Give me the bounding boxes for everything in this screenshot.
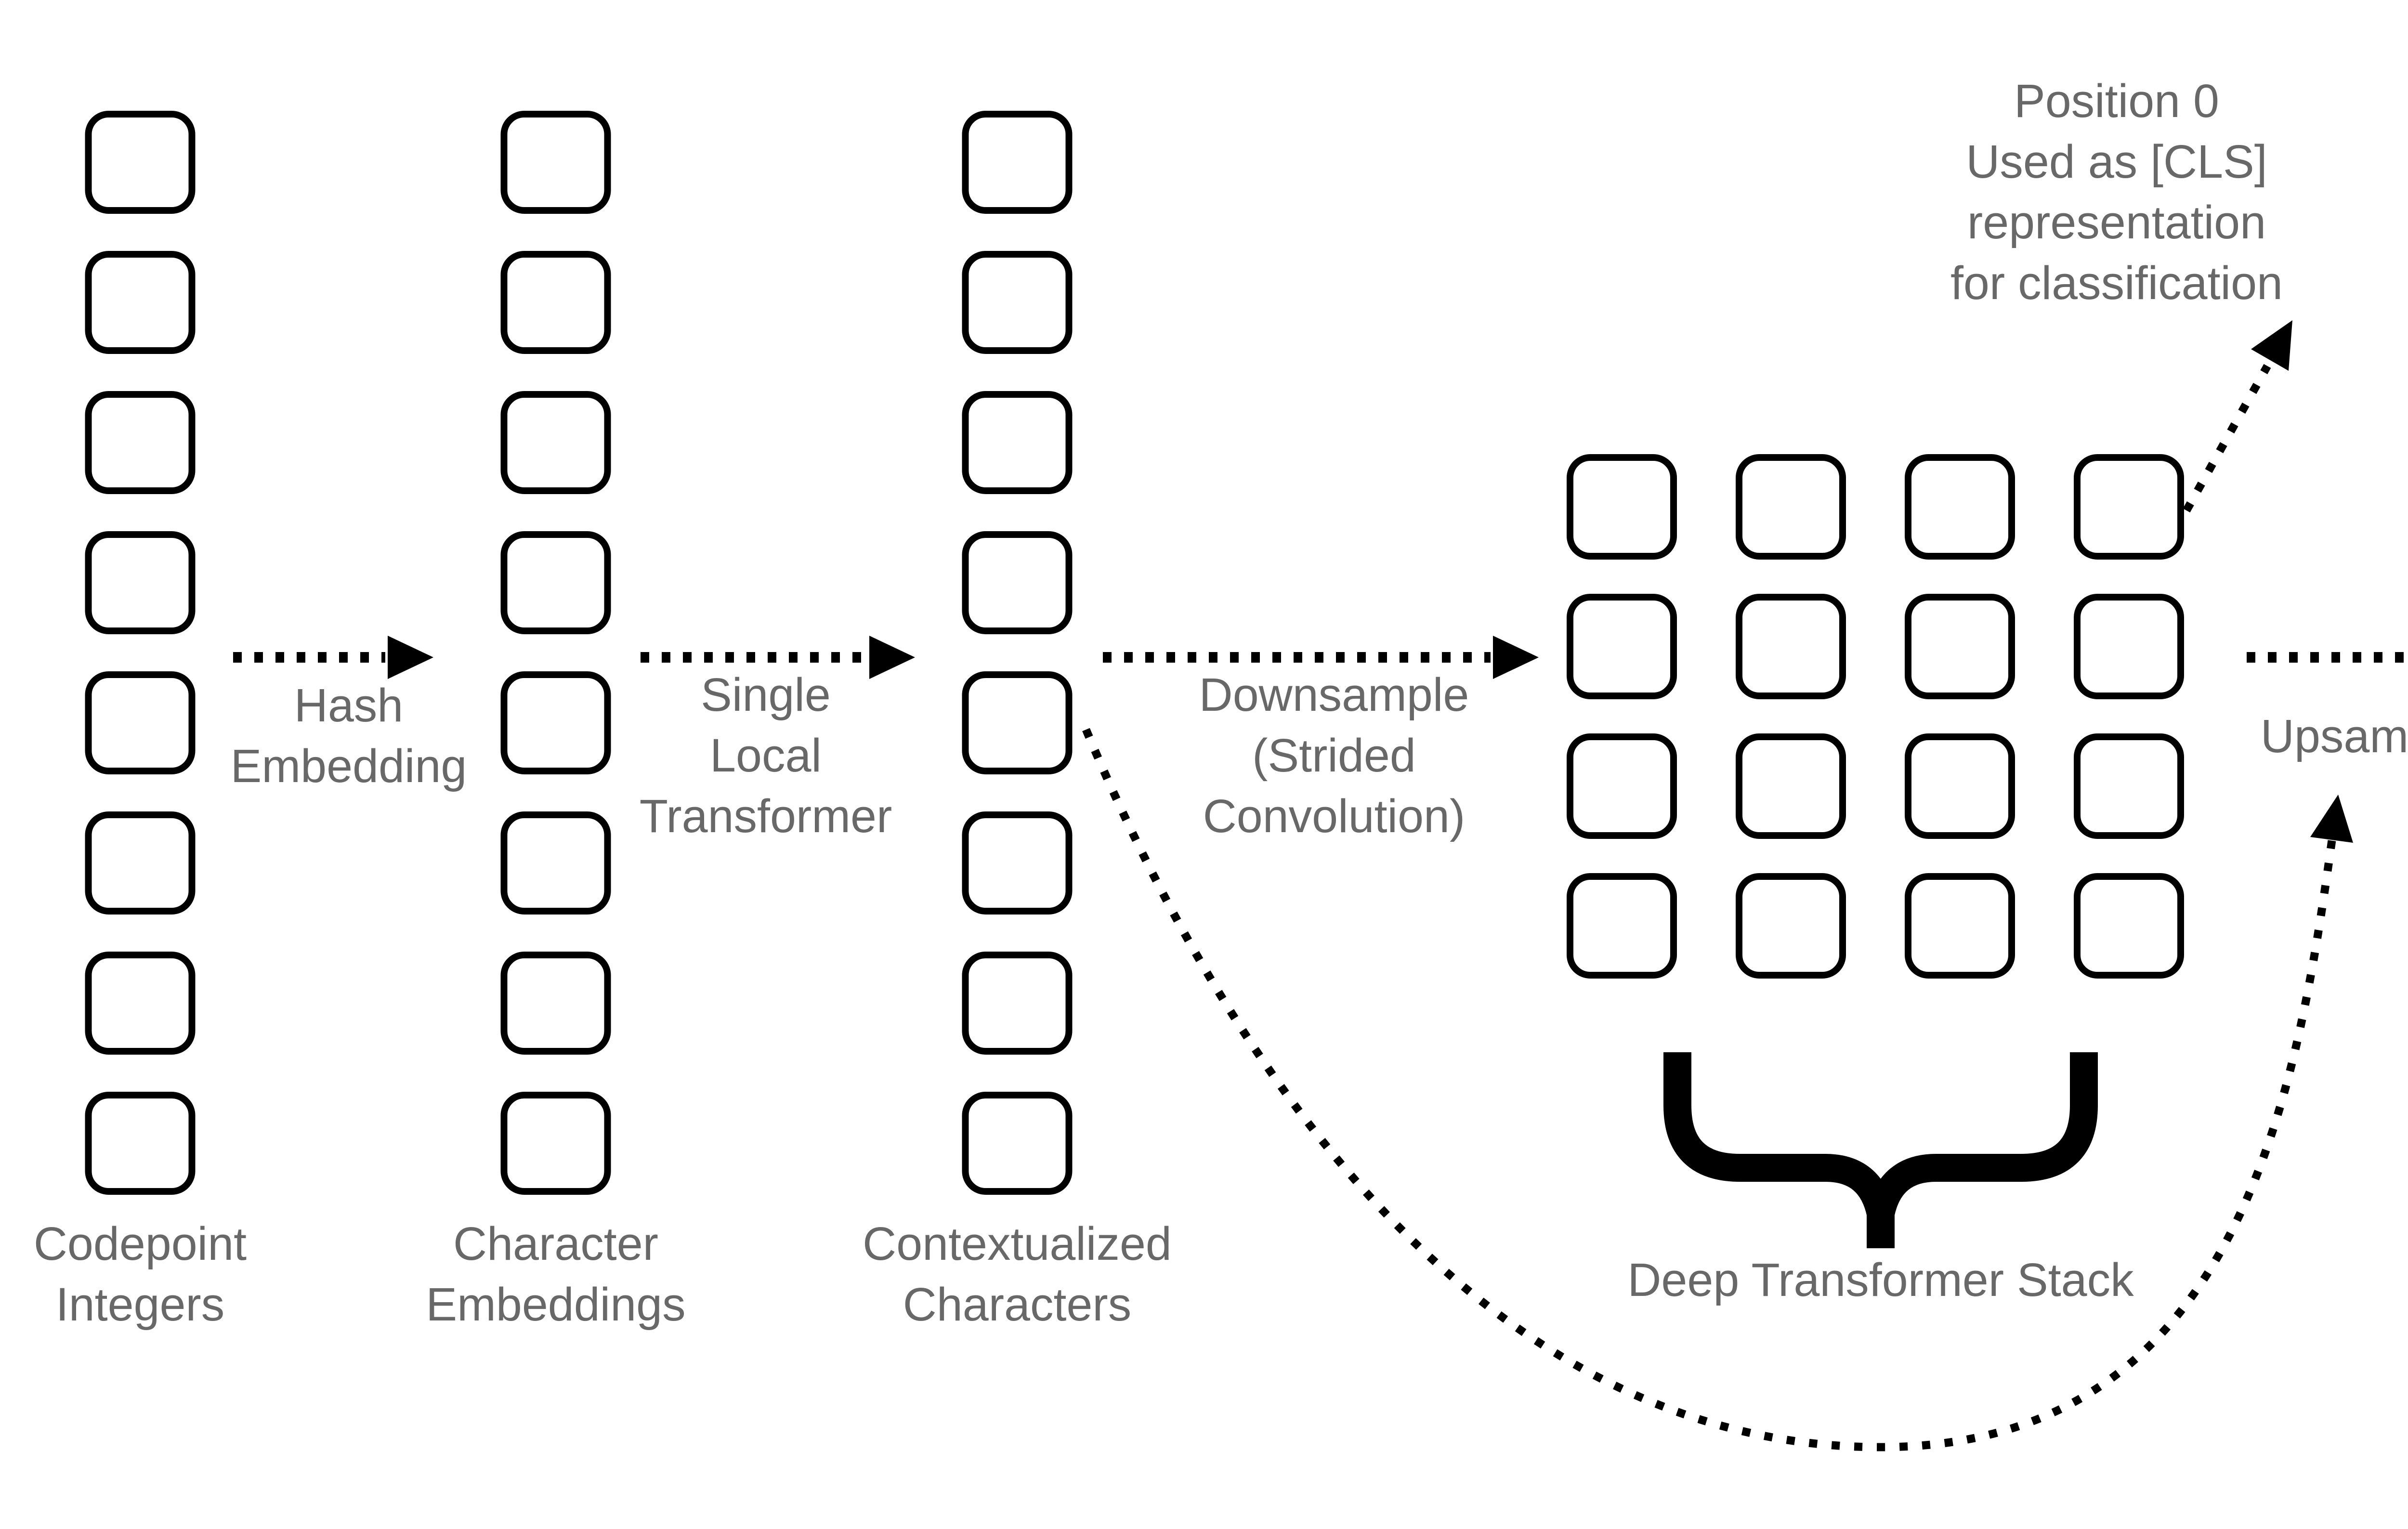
contextualized-characters-cell bbox=[962, 251, 1073, 354]
concatenated-representations-label: Concatenated Representations bbox=[2333, 1214, 2408, 1335]
character-embeddings-cell bbox=[500, 952, 611, 1055]
deep-transformer-stack-cell bbox=[1567, 873, 1677, 979]
contextualized-characters-cell bbox=[962, 952, 1073, 1055]
codepoint-integers-cell bbox=[85, 111, 196, 214]
downsample-label: Downsample (Strided Convolution) bbox=[1199, 668, 1469, 842]
single-local-transformer-arrowhead bbox=[869, 636, 915, 679]
cls-arrowhead bbox=[2251, 320, 2292, 371]
downsample-arrowhead bbox=[1493, 636, 1539, 679]
contextualized-characters-cell bbox=[962, 671, 1073, 774]
character-embeddings-cell bbox=[500, 811, 611, 915]
skip-connection-arrowhead bbox=[2310, 795, 2353, 843]
deep-transformer-stack-cell bbox=[1736, 594, 1846, 699]
character-embeddings-cell bbox=[500, 531, 611, 634]
deep-transformer-stack-cell bbox=[1567, 733, 1677, 839]
codepoint-integers-cell bbox=[85, 1092, 196, 1195]
character-embeddings-cell bbox=[500, 1092, 611, 1195]
contextualized-characters-cell bbox=[962, 1092, 1073, 1195]
cls-note: Position 0 Used as [CLS] representation … bbox=[1950, 75, 2283, 309]
deep-transformer-stack-cell bbox=[1905, 594, 2015, 699]
deep-transformer-stack-label: Deep Transformer Stack bbox=[1627, 1254, 2134, 1306]
deep-transformer-stack-cell bbox=[1736, 454, 1846, 560]
contextualized-characters-cell bbox=[962, 391, 1073, 494]
character-embeddings-cell bbox=[500, 671, 611, 774]
character-embeddings-cell bbox=[500, 391, 611, 494]
deep-transformer-stack-cell bbox=[2074, 454, 2184, 560]
deep-transformer-stack-cell bbox=[1905, 454, 2015, 560]
contextualized-characters-cell bbox=[962, 811, 1073, 915]
deep-transformer-stack-cell bbox=[2074, 873, 2184, 979]
codepoint-integers-cell bbox=[85, 531, 196, 634]
deep-transformer-stack-cell bbox=[1736, 733, 1846, 839]
cls-arrow-line bbox=[2183, 364, 2271, 513]
deep-transformer-stack-cell bbox=[2074, 733, 2184, 839]
deep-transformer-stack-cell bbox=[1905, 733, 2015, 839]
single-local-transformer-label: Single Local Transformer bbox=[639, 668, 892, 842]
hash-embedding-arrowhead bbox=[388, 636, 433, 679]
character-embeddings-cell bbox=[500, 251, 611, 354]
deep-transformer-stack-cell bbox=[2074, 594, 2184, 699]
cell-layer bbox=[85, 111, 2184, 1195]
deep-transformer-stack-cell bbox=[1736, 873, 1846, 979]
deep-transformer-stack-cell bbox=[1567, 454, 1677, 560]
upsampling-label: Upsampling bbox=[2260, 710, 2408, 762]
codepoint-integers-cell bbox=[85, 671, 196, 774]
codepoint-integers-cell bbox=[85, 952, 196, 1055]
contextualized-characters-cell bbox=[962, 531, 1073, 634]
character-embeddings-label: Character Embeddings bbox=[426, 1217, 686, 1331]
deep-transformer-stack-cell bbox=[1905, 873, 2015, 979]
skip-connection-curve bbox=[1082, 728, 2336, 1451]
codepoint-integers-cell bbox=[85, 391, 196, 494]
contextualized-characters-cell bbox=[962, 111, 1073, 214]
codepoint-integers-cell bbox=[85, 811, 196, 915]
codepoint-integers-cell bbox=[85, 251, 196, 354]
hash-embedding-label: Hash Embedding bbox=[230, 679, 467, 792]
deep-transformer-stack-cell bbox=[1567, 594, 1677, 699]
deep-transformer-underbrace bbox=[1663, 1052, 2098, 1228]
codepoint-integers-label: Codepoint Integers bbox=[33, 1217, 247, 1331]
character-embeddings-cell bbox=[500, 111, 611, 214]
contextualized-characters-label: Contextualized Characters bbox=[863, 1217, 1172, 1331]
